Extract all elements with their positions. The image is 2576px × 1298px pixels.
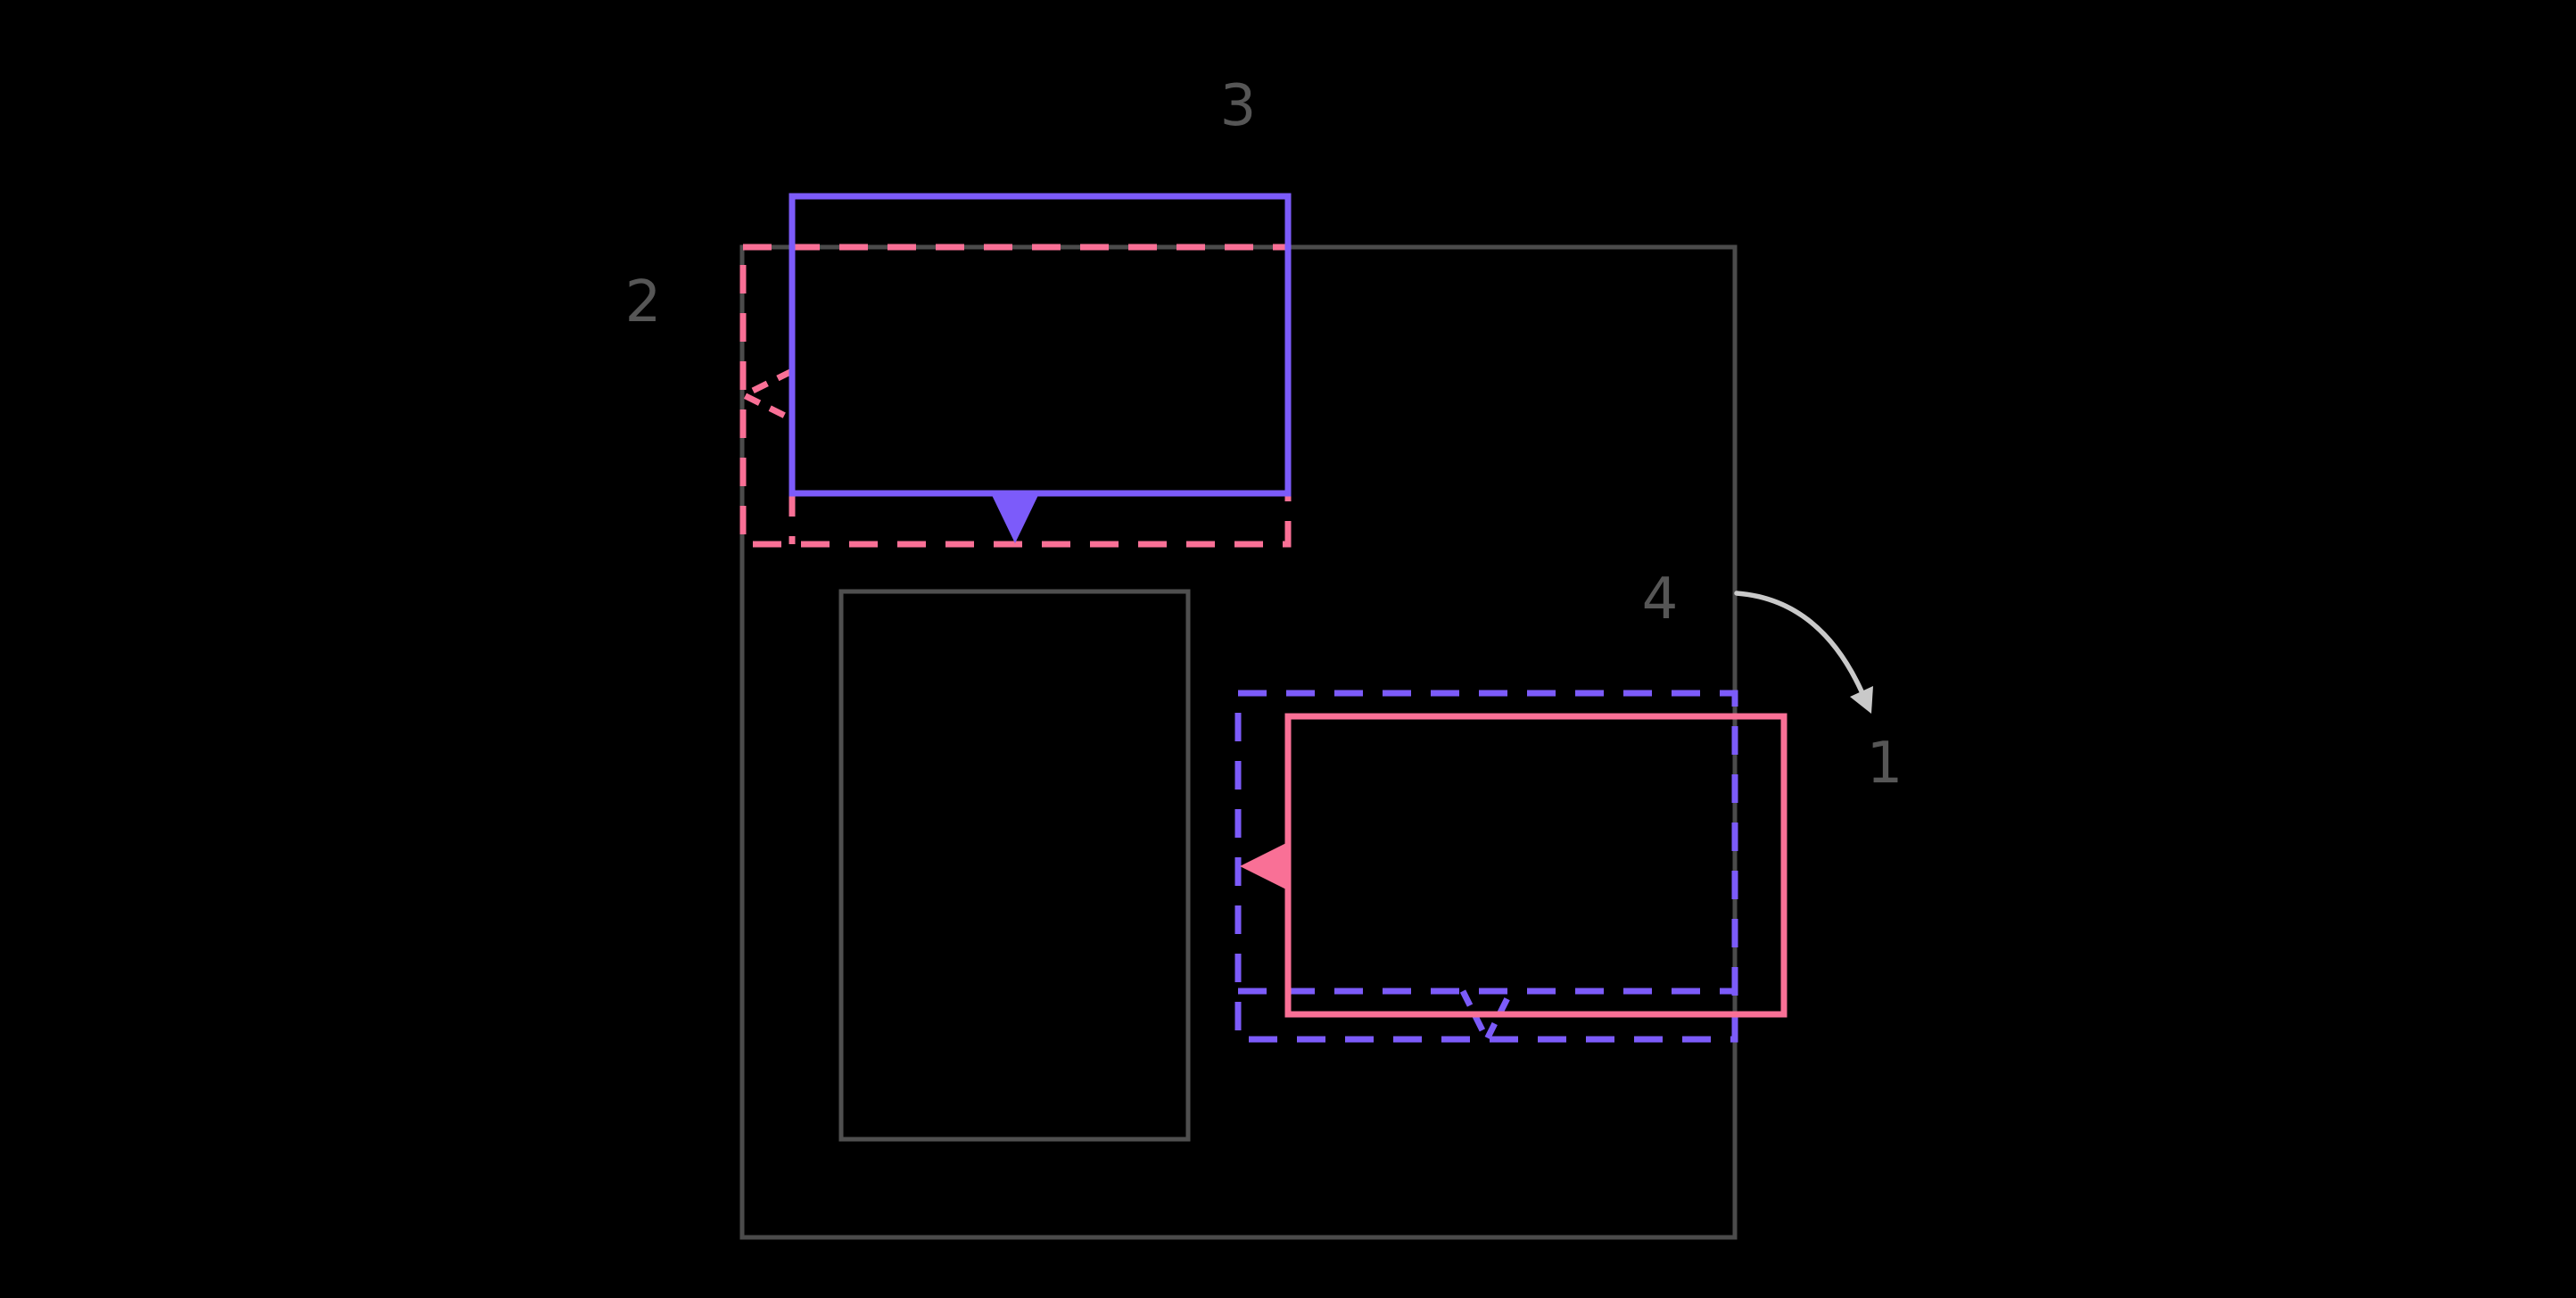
label-3: 3 [1220, 73, 1257, 139]
inner-panel-rect [838, 589, 1191, 1142]
purple-filled-down-triangle-icon [991, 493, 1039, 543]
pink-window-group [1240, 713, 1788, 1018]
label-2: 2 [625, 269, 662, 335]
pink-window-rect [1284, 713, 1788, 1018]
motion-arrow-head-icon [1850, 686, 1873, 714]
screen-outline-rect [739, 244, 1738, 1240]
purple-dashed-down-triangle-icon [1459, 989, 1515, 1046]
purple-target-outer-dashed-rect [1234, 690, 1738, 1043]
pink-filled-left-triangle-icon [1240, 842, 1288, 890]
pink-dashed-left-triangle-icon [737, 368, 794, 423]
purple-target-dashed-group [1234, 690, 1738, 1046]
motion-arrow-curve [1734, 591, 1864, 694]
label-1: 1 [1867, 731, 1903, 797]
purple-window-rect [788, 193, 1292, 497]
label-4: 4 [1642, 566, 1679, 632]
purple-window-group [788, 193, 1292, 543]
motion-arrow-group [1734, 591, 1873, 714]
